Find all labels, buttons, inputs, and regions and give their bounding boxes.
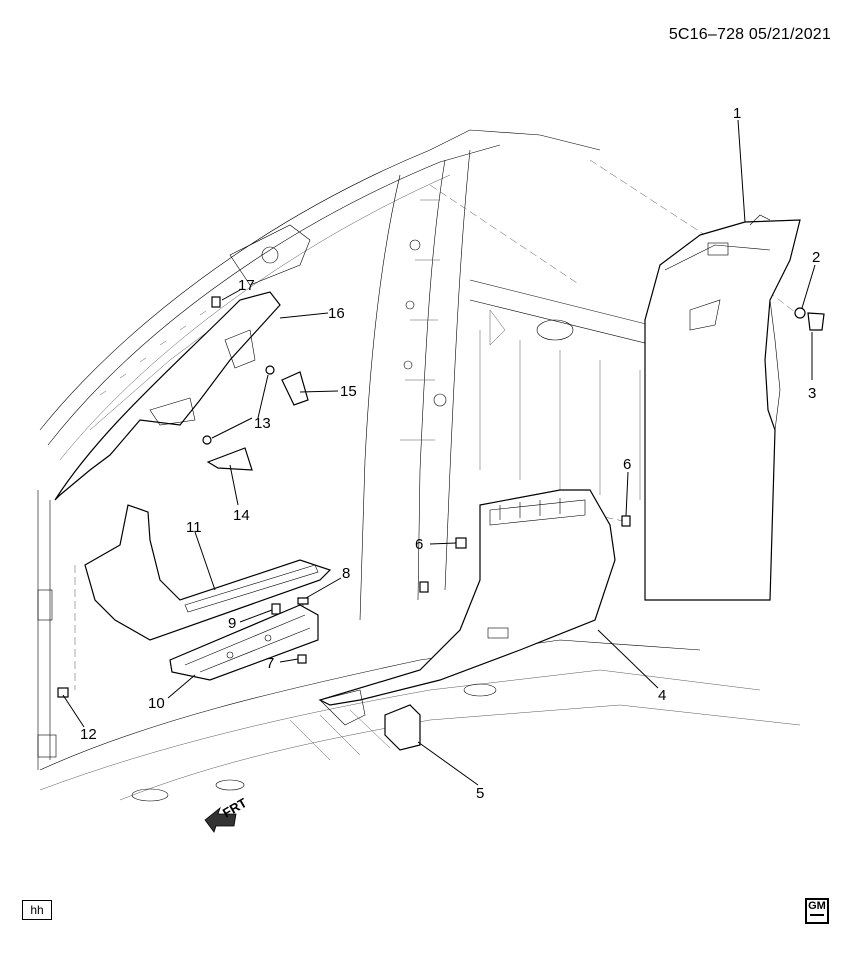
part-9-clip	[271, 603, 281, 615]
part-15-cover	[281, 371, 309, 406]
gm-logo: GM	[805, 898, 829, 924]
vehicle-body-structure	[37, 129, 801, 802]
drawing-code-box: hh	[22, 900, 52, 920]
part-10-bracket	[169, 604, 319, 681]
callout-3: 3	[808, 385, 816, 402]
callout-2: 2	[812, 249, 820, 266]
gm-logo-text: GM	[808, 900, 826, 912]
callout-6-upper: 6	[623, 456, 631, 473]
part-5-bracket	[319, 689, 421, 751]
callout-5: 5	[476, 785, 484, 802]
callout-1: 1	[733, 105, 741, 122]
callout-11: 11	[186, 519, 202, 536]
callout-4: 4	[658, 687, 666, 704]
part-13-screw-lower	[202, 435, 212, 445]
callout-7: 7	[266, 655, 274, 672]
callout-6-lower: 6	[415, 536, 423, 553]
part-16-pillar-trim	[54, 291, 281, 501]
part-14-cover	[206, 447, 253, 471]
part-6-clip-upper	[621, 515, 631, 527]
part-17-clip	[211, 296, 221, 308]
callout-13: 13	[254, 415, 271, 432]
part-6-clip-lower	[419, 537, 467, 593]
callout-15: 15	[340, 383, 357, 400]
part-11-sill-plate	[84, 504, 332, 641]
leader-lines	[62, 119, 816, 786]
drawing-reference-code: 5C16–728 05/21/2021	[668, 26, 831, 43]
callout-12: 12	[80, 726, 97, 743]
part-7-nut	[297, 654, 307, 664]
part-4-sill-trim	[318, 489, 616, 706]
front-direction-arrow: FRT	[204, 795, 249, 833]
callout-17: 17	[238, 277, 255, 294]
callout-9: 9	[228, 615, 236, 632]
callout-14: 14	[233, 507, 250, 524]
gm-logo-underline	[810, 914, 824, 916]
callout-10: 10	[148, 695, 165, 712]
part-2-retainer	[794, 307, 806, 319]
part-3-cover	[807, 312, 825, 331]
callout-numbers: 1 2 3 4 5 6 6 7 8 9 10 11 12 13 14 15 16…	[80, 105, 820, 802]
part-13-screw-upper	[265, 365, 275, 375]
part-12-clip	[57, 687, 69, 698]
callout-16: 16	[328, 305, 345, 322]
part-1-rear-panel-trim	[644, 214, 801, 601]
callout-8: 8	[342, 565, 350, 582]
